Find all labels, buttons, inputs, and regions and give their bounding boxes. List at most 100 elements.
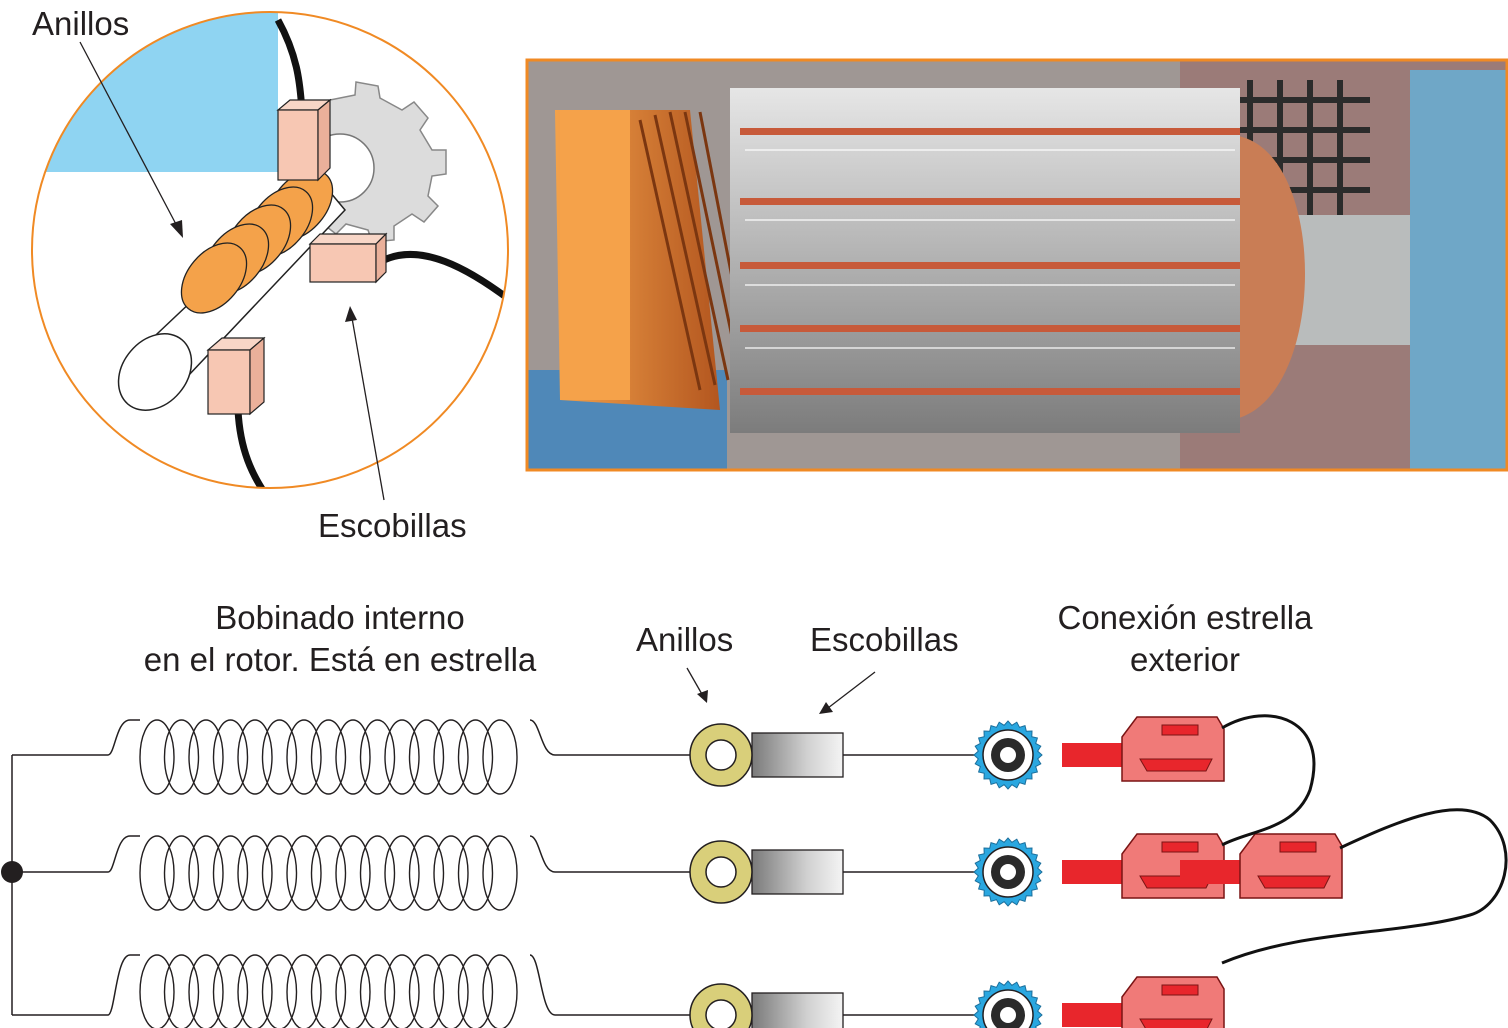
coil-loop [482,835,518,911]
brush-right [308,232,388,284]
coil-loop [261,835,298,911]
banana-plug [1180,833,1343,899]
coil-loop [237,954,273,1028]
coil-loop [457,954,494,1028]
coil-loop [482,719,518,795]
terminal-hole [1000,864,1016,880]
coil-loop [359,719,396,795]
coil-loop [433,835,469,911]
coil-loop [310,719,347,795]
rotor-windings [139,719,518,1028]
brush-top [276,98,332,182]
coil-loop [408,954,445,1028]
coil-loop [139,954,175,1028]
coil-loop [139,719,175,795]
rings-label: Anillos [636,621,734,658]
coil-loop [335,954,371,1028]
coil-loop [408,835,445,911]
coil-loop [310,835,347,911]
external-star-wires [1221,714,1508,965]
winding-coil [139,835,518,911]
banana-plugs [1062,716,1343,1028]
brush-block [751,732,844,778]
plug-pin [1180,860,1242,884]
brush-block [751,992,844,1028]
coil-loop [261,954,298,1028]
coil-loop [286,954,322,1028]
banana-plug [1062,976,1225,1028]
coil-loop [310,954,347,1028]
winding-label-line1: Bobinado interno [215,599,465,636]
coil-loop [163,954,200,1028]
plug-slot [1161,984,1199,996]
plug-grip [1257,875,1331,889]
coil-loop [212,954,249,1028]
winding-label-line2: en el rotor. Está en estrella [143,641,537,678]
coil-loop [408,719,445,795]
terminal-post [973,980,1043,1028]
brushes-label: Escobillas [810,621,959,658]
coil-loop [335,719,371,795]
slip-rings [180,169,334,314]
detail-brushes-label: Escobillas [318,507,467,544]
slip-ring-hole [705,739,737,771]
coil-loop [139,835,175,911]
coil-loop [359,954,396,1028]
coil-loop [359,835,396,911]
terminal-hole [1000,1007,1016,1023]
coil-loop [212,835,249,911]
plug-grip [1139,1018,1213,1028]
cable-right [378,250,508,303]
coil-loop [457,835,494,911]
plug-pin [1062,1003,1124,1027]
coil-loop [163,719,200,795]
coil-loop [457,719,494,795]
terminal-hole [1000,747,1016,763]
detail-rings-label: Anillos [32,5,130,42]
plug-slot [1279,841,1317,853]
plug-grip [1139,758,1213,772]
brush-block [751,849,844,895]
coil-loop [384,954,420,1028]
coil-loop [286,835,322,911]
detail-circle-border [31,11,509,489]
coil-loop [335,835,371,911]
cable-bottom [234,409,271,488]
coil-loop [286,719,322,795]
coil-loop [237,719,273,795]
coil-loop [237,835,273,911]
plug-pin [1062,860,1124,884]
winding-coil [139,954,518,1028]
rotor-photo [525,58,1508,472]
coil-loop [261,719,298,795]
terminal-post [973,720,1043,790]
slip-ring-hole [705,856,737,888]
coil-loop [188,954,224,1028]
coil-loop [482,954,518,1028]
plug-slot [1161,841,1199,853]
plug-slot [1161,724,1199,736]
star-label-line2: exterior [1129,641,1241,678]
star-label-line1: Conexión estrella [1057,599,1313,636]
terminal-post [973,837,1043,907]
coil-loop [163,835,200,911]
coil-loop [384,719,420,795]
coil-loop [433,954,469,1028]
coil-loop [384,835,420,911]
coil-loop [188,719,224,795]
coil-loop [433,719,469,795]
coil-loop [212,719,249,795]
banana-plug [1062,716,1225,782]
star-point-node [1,861,23,883]
rings-and-brushes [689,723,844,1028]
winding-coil [139,719,518,795]
terminal-binding-posts [973,720,1043,1028]
coil-loop [188,835,224,911]
brush-bottom [206,336,266,416]
plug-pin [1062,743,1124,767]
slip-ring-hole [705,999,737,1028]
star-circuit-diagram [1,667,1508,1028]
